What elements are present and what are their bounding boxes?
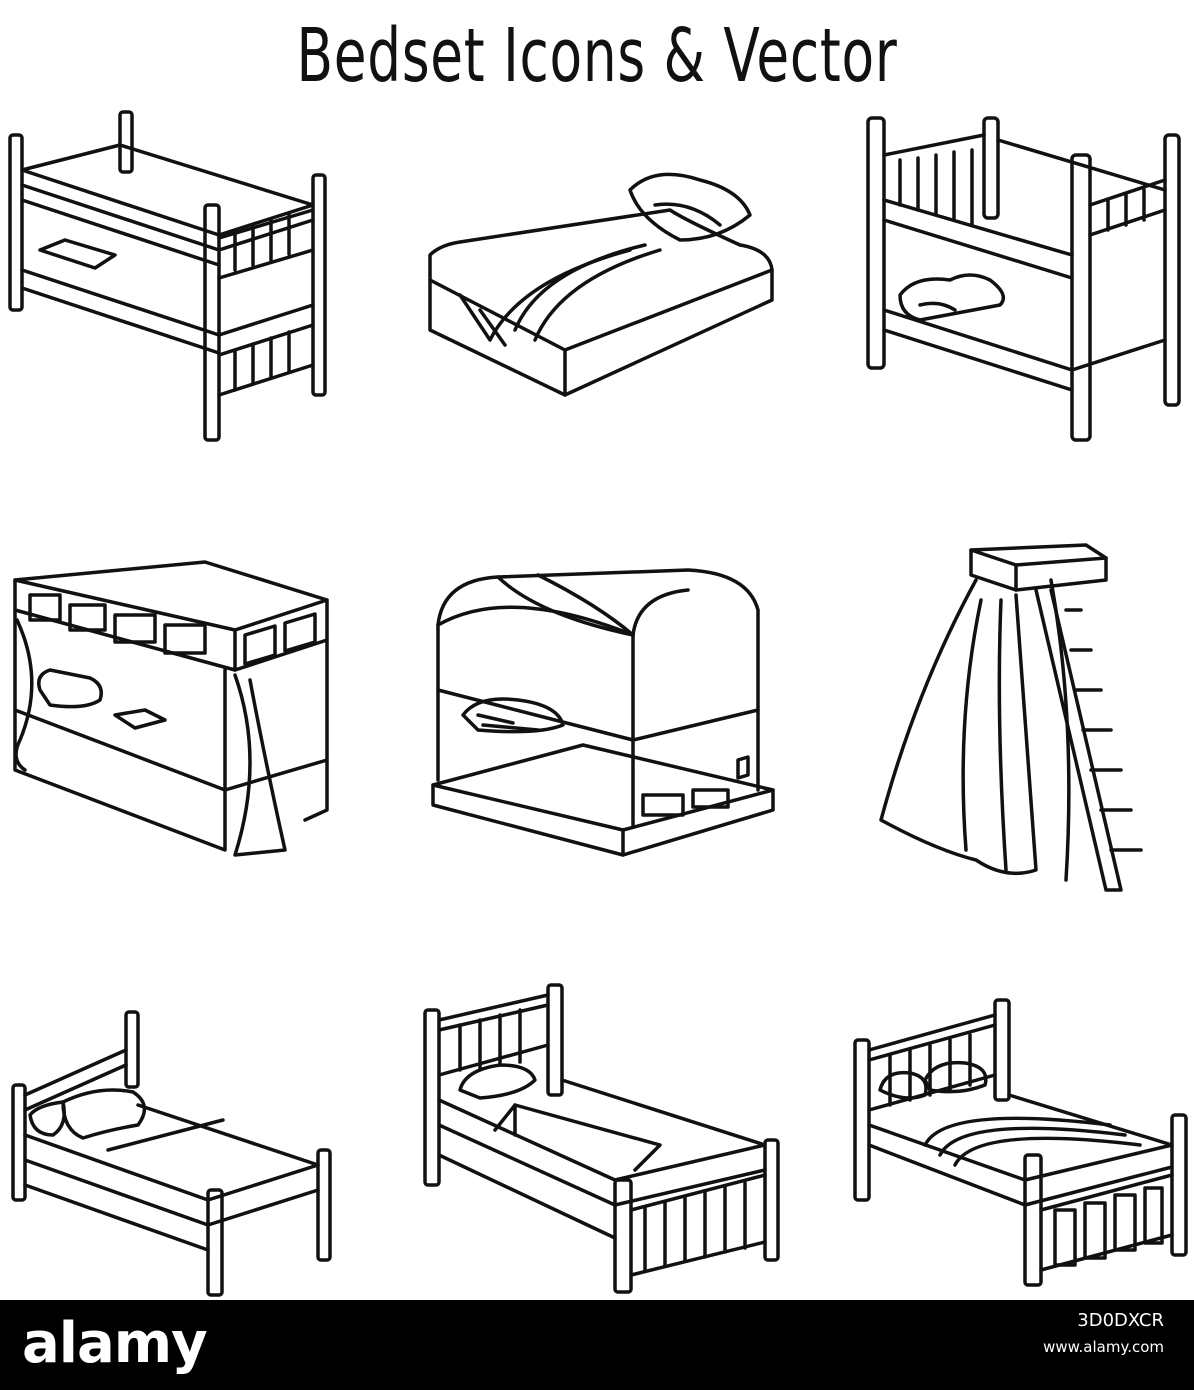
bed-canopy-ladder-icon [876,540,1143,898]
loft-bed-curtain-icon [5,560,330,865]
double-bed-icon [850,995,1190,1295]
image-id-label: 3D0DXCR www.alamy.com [1043,1308,1164,1360]
footer-url: www.alamy.com [1043,1338,1164,1356]
bunk-bed-wood-icon [5,110,327,450]
alamy-logo: alamy [22,1311,208,1376]
page-title: Bedset Icons & Vector [296,13,898,99]
canopy-bed-icon [418,565,780,860]
watermark-footer: alamy 3D0DXCR www.alamy.com [0,1300,1194,1390]
bed-with-blanket-icon [420,160,780,405]
bunk-bed-rails-icon [860,110,1185,445]
image-id: 3D0DXCR [1077,1310,1164,1331]
twin-bed-icon [420,980,780,1298]
single-bed-icon [8,1010,333,1300]
